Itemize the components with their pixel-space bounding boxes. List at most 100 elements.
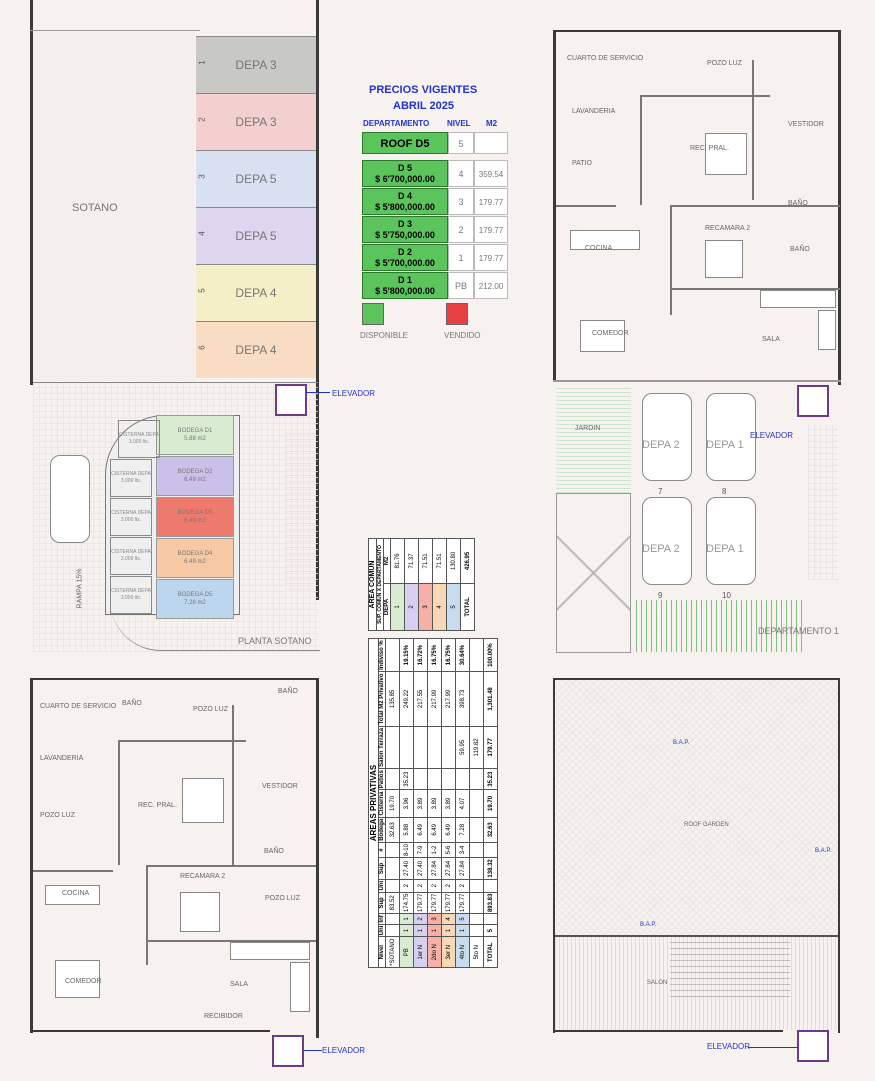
areas-cell: 27.40	[413, 857, 428, 880]
col-nivel: NIVEL	[447, 119, 471, 128]
bodega: BODEGA D3 6.49 m2	[156, 497, 234, 537]
areas-cell	[385, 924, 400, 937]
parking-number: 5	[197, 288, 207, 293]
areas-cell: 3-4	[455, 842, 470, 858]
cisterna-label: CISTERNA DEPA	[111, 549, 151, 555]
areas-cell: 8-10	[399, 842, 414, 858]
comun-cell: 130.80	[446, 538, 461, 584]
areas-cell: 179.77	[441, 892, 456, 914]
unit-name: D 1	[397, 275, 412, 285]
areas-cell	[427, 726, 442, 769]
car-icon	[642, 497, 692, 585]
areas-cell: 1	[399, 913, 414, 925]
areas-cell: 6.49	[413, 817, 428, 843]
areas-cell: 3.89	[413, 789, 428, 818]
col-m2: M2	[486, 119, 498, 128]
price-row-name: D 1$ 5'800,000.00	[362, 272, 448, 299]
bodega-label: BODEGA D5	[177, 592, 213, 598]
areas-header: Cisterna	[378, 789, 386, 818]
comun-cell: 71.51	[432, 538, 447, 584]
unit-name: D 5	[397, 163, 412, 173]
car-icon	[706, 497, 756, 585]
unit-name: ROOF D5	[380, 138, 430, 150]
comun-sub: SUP. COMUN X DEPARTAMENTO	[376, 538, 384, 631]
areas-cell: 19.70	[483, 789, 498, 818]
areas-cell: 6.49	[427, 817, 442, 843]
areas-cell: 1-2	[427, 842, 442, 858]
areas-cell: 100.00%	[483, 638, 498, 672]
areas-header: Uni	[378, 924, 386, 937]
elevator-label: ELEVADOR	[332, 389, 375, 398]
bodega-area: 6.49 m2	[184, 518, 206, 524]
legend-label: VENDIDO	[444, 331, 481, 340]
unit-level: 4	[448, 160, 474, 187]
areas-header: Nivel	[378, 936, 386, 968]
areas-cell: 179.77	[455, 892, 470, 914]
areas-cell	[385, 768, 400, 790]
areas-header: Salon Terraza	[378, 726, 386, 769]
parking-spot: DEPA 5	[196, 207, 316, 264]
comun-cell: 71.51	[418, 538, 433, 584]
areas-cell: 217.55	[413, 671, 428, 727]
areas-cell: 16.75%	[427, 638, 442, 672]
unit-price: $ 5'800,000.00	[375, 286, 435, 296]
areas-cell: 3	[427, 913, 442, 925]
areas-cell: 35.23	[483, 768, 498, 790]
unit-level: 1	[448, 244, 474, 271]
areas-cell: 16.75%	[441, 638, 456, 672]
price-row-name: ROOF D5	[362, 132, 448, 154]
comun-cell: 71.37	[404, 538, 419, 584]
areas-cell: 2	[413, 879, 428, 893]
cisterna-capacity: 3.000 lts.	[128, 439, 150, 445]
unit-price: $ 6'700,000.00	[375, 174, 435, 184]
areas-cell	[385, 638, 400, 672]
elevator-icon	[797, 1030, 829, 1062]
areas-cell	[441, 726, 456, 769]
areas-cell	[469, 768, 484, 790]
areas-cell: 4	[441, 913, 456, 925]
areas-cell	[385, 726, 400, 769]
areas-cell: TOTAL	[483, 936, 498, 968]
unit-price: $ 5'800,000.00	[375, 202, 435, 212]
areas-cell: *SOTANO	[385, 936, 400, 968]
price-title-2: ABRIL 2025	[393, 100, 454, 112]
areas-cell: 2	[399, 879, 414, 893]
depa1-spot-number: 7	[658, 487, 663, 496]
comun-cell: 4	[432, 583, 447, 631]
areas-cell: 6.49	[441, 817, 456, 843]
parking-spot: DEPA 4	[196, 321, 316, 378]
areas-cell	[427, 768, 442, 790]
bodega-label: BODEGA D3	[177, 510, 213, 516]
depa1-spot-number: 8	[722, 487, 727, 496]
cisterna-capacity: 3.000 lts.	[120, 517, 142, 523]
comun-cell: 5	[446, 583, 461, 631]
areas-cell	[469, 924, 484, 937]
areas-cell	[469, 892, 484, 914]
areas-cell: 1	[441, 924, 456, 937]
comun-cell: 81.76	[390, 538, 405, 584]
areas-header: Inf	[378, 913, 386, 925]
areas-cell: 138.32	[483, 857, 498, 880]
areas-cell	[469, 879, 484, 893]
areas-cell	[483, 842, 498, 858]
areas-cell	[469, 842, 484, 858]
unit-price: $ 5'700,000.00	[375, 258, 435, 268]
cisterna-label: CISTERNA DEPA	[111, 471, 151, 477]
areas-cell: 1,301.48	[483, 671, 498, 727]
areas-cell	[413, 768, 428, 790]
cisterna-capacity: 3.000 lts.	[120, 595, 142, 601]
areas-cell: 398.73	[455, 671, 470, 727]
areas-cell	[385, 857, 400, 880]
areas-cell: 119.82	[469, 726, 484, 769]
legend-swatch	[446, 303, 468, 325]
comun-cell: 3	[418, 583, 433, 631]
